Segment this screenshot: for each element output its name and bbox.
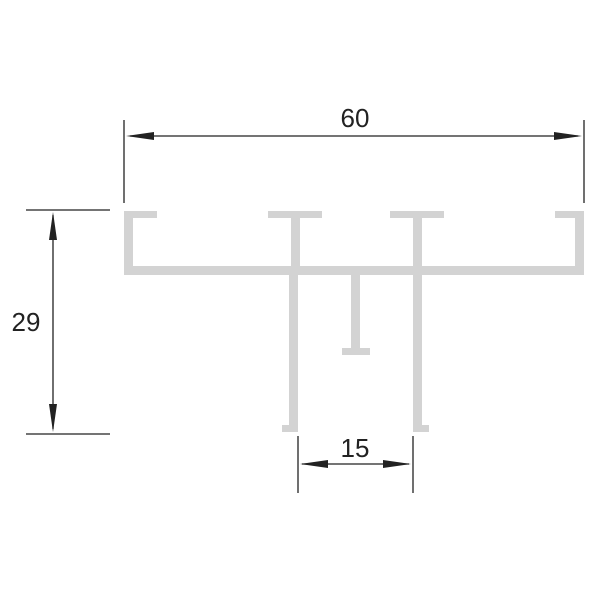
profile-cross-section (124, 211, 584, 432)
profile-leg-right (413, 275, 422, 432)
profile-base-bar (124, 266, 584, 275)
arrowhead-icon (383, 460, 411, 468)
dimension-spacing (297, 436, 414, 493)
profile-right-lip (555, 211, 584, 218)
profile-center-foot (342, 348, 370, 355)
dimension-label-width: 60 (341, 103, 370, 133)
dimension-label-spacing: 15 (341, 433, 370, 463)
arrowhead-icon (49, 212, 57, 240)
dimension-height (26, 209, 110, 435)
profile-left-wall (124, 211, 133, 275)
profile-leg-left-foot (282, 425, 298, 432)
profile-leg-right-foot (413, 425, 429, 432)
dimension-label-height: 29 (12, 307, 41, 337)
profile-left-lip (124, 211, 157, 218)
dimension-width (123, 120, 585, 203)
arrowhead-icon (300, 460, 328, 468)
profile-t-web-left (291, 211, 300, 271)
profile-right-wall (575, 211, 584, 275)
profile-leg-left (289, 275, 298, 432)
arrowhead-icon (49, 404, 57, 432)
arrowhead-icon (554, 132, 582, 140)
arrowhead-icon (126, 132, 154, 140)
profile-center-stub (351, 275, 360, 355)
profile-t-web-right (413, 211, 422, 271)
